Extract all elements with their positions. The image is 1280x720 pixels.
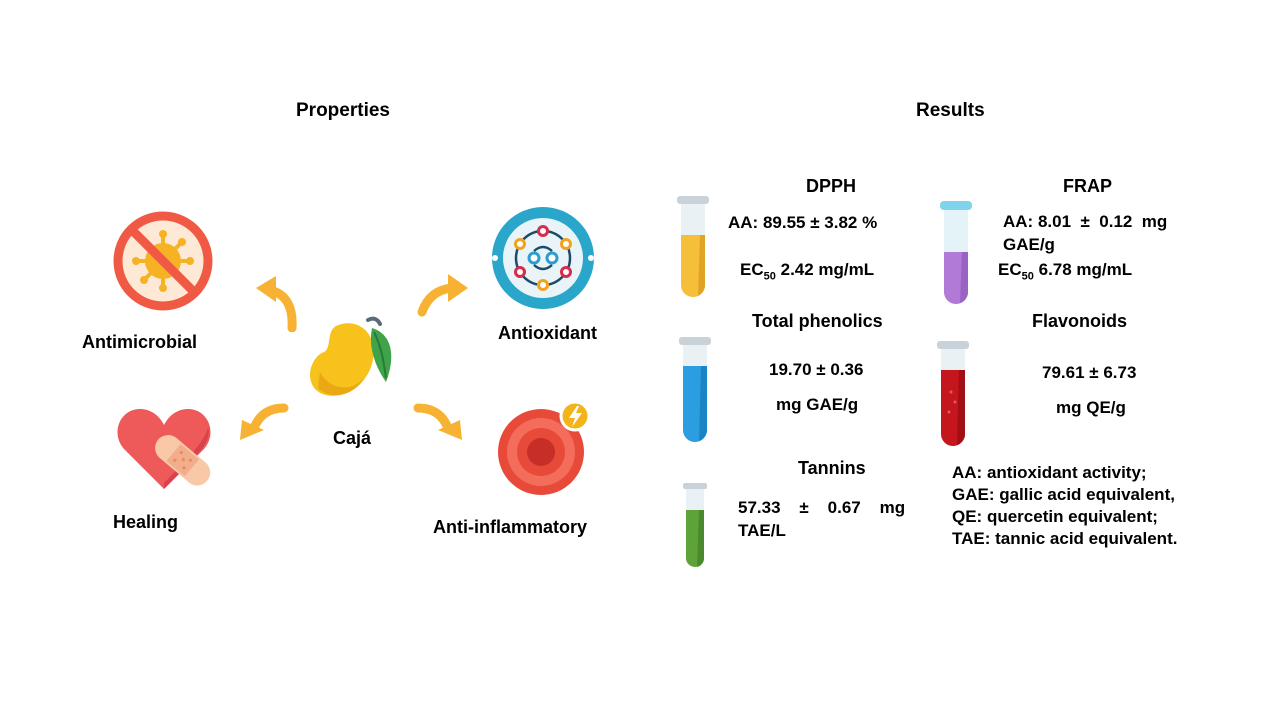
caja-fruit-icon (306, 312, 396, 404)
tannins-value: 57.33 ± 0.67 mg (738, 498, 906, 517)
antioxidant-icon (490, 205, 596, 311)
test-tube-green-icon (683, 482, 707, 570)
antimicrobial-icon (112, 210, 214, 312)
test-tube-blue-icon (679, 336, 711, 444)
anti-inflammatory-icon (497, 400, 593, 496)
test-tube-yellow-icon (676, 195, 710, 301)
flavonoids-unit: mg QE/g (1056, 398, 1126, 417)
healing-label: Healing (113, 512, 179, 532)
arrow-down-right-icon (412, 402, 468, 444)
test-tube-red-icon (937, 340, 969, 448)
anti-inflammatory-label: Anti-inflammatory (433, 517, 588, 537)
caja-label: Cajá (333, 428, 372, 448)
properties-heading: Properties (296, 100, 390, 121)
arrow-up-left-icon (252, 272, 302, 332)
healing-icon (114, 405, 214, 491)
tannins-unit: TAE/L (738, 521, 786, 540)
frap-title: FRAP (1063, 176, 1112, 196)
results-heading: Results (916, 100, 985, 121)
abbreviation-notes: AA: antioxidant activity; GAE: gallic ac… (952, 462, 1177, 550)
antimicrobial-label: Antimicrobial (82, 332, 198, 352)
frap-ec50-value: EC50 6.78 mg/mL (998, 260, 1133, 283)
total-phenolics-unit: mg GAE/g (776, 395, 859, 414)
arrow-up-right-icon (416, 268, 472, 318)
frap-aa-value: AA: 8.01 ± 0.12 mg (1003, 212, 1168, 231)
flavonoids-value: 79.61 ± 6.73 (1042, 363, 1137, 382)
arrow-down-left-icon (234, 402, 290, 444)
total-phenolics-value: 19.70 ± 0.36 (769, 360, 864, 379)
dpph-title: DPPH (806, 176, 857, 196)
test-tube-purple-icon (940, 200, 972, 306)
dpph-aa-value: AA: 89.55 ± 3.82 % (728, 213, 878, 232)
note-tae: TAE: tannic acid equivalent. (952, 529, 1178, 548)
note-gae: GAE: gallic acid equivalent, (952, 485, 1175, 504)
flavonoids-title: Flavonoids (1032, 311, 1128, 331)
total-phenolics-title: Total phenolics (752, 311, 883, 331)
antioxidant-label: Antioxidant (498, 323, 597, 343)
frap-aa-unit: GAE/g (1003, 235, 1055, 254)
note-aa: AA: antioxidant activity; (952, 463, 1147, 482)
dpph-ec50-value: EC50 2.42 mg/mL (740, 260, 875, 283)
tannins-title: Tannins (798, 458, 866, 478)
note-qe: QE: quercetin equivalent; (952, 507, 1158, 526)
